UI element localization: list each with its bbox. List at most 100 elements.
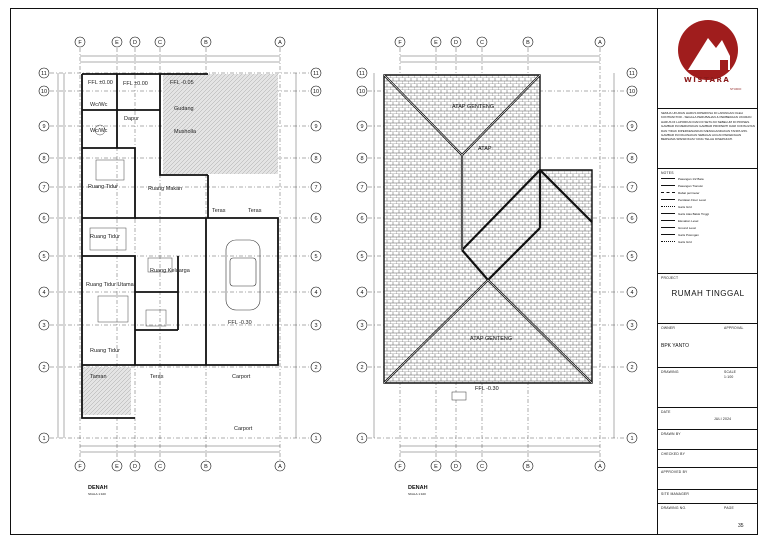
approved-by-cell: APPROVED BY <box>658 467 758 489</box>
grid-bubble-label: 10 <box>359 89 365 95</box>
svg-text:Teras: Teras <box>150 374 164 380</box>
grid-bubble-label: 9 <box>314 124 317 130</box>
grid-bubble <box>200 36 212 48</box>
notes-text: SEMUA UKURAN HARUS DIPERIKSA DI LAPANGAN… <box>661 111 755 142</box>
legend-item-label: Garis Atas Balok Tinggi <box>678 211 710 216</box>
grid-bubble-label: 8 <box>630 156 633 162</box>
roof-plan-right: ATAP GENTENG ATAP ATAP GENTENG FFL -0.30 <box>368 48 625 460</box>
grid-bubble <box>129 460 141 472</box>
legend-item: Rabat perimeter <box>661 189 755 196</box>
grid-bubble-label: C <box>158 464 162 470</box>
svg-text:Carport: Carport <box>234 426 253 432</box>
grid-bubble-label: C <box>158 40 162 46</box>
svg-text:Ruang Keluarga: Ruang Keluarga <box>150 268 191 274</box>
grid-bubble-label: 5 <box>630 254 633 260</box>
legend-symbol-icon <box>661 213 675 215</box>
grid-bubble <box>626 286 638 298</box>
date-label: DATE <box>661 410 671 414</box>
grid-bubble-label: 2 <box>360 365 363 371</box>
grid-bubble <box>594 36 606 48</box>
legend-item-label: Rabat perimeter <box>678 190 700 195</box>
legend-item-label: Ground Level <box>678 225 697 230</box>
plan-right-title: DENAH <box>408 485 428 491</box>
grid-bubble <box>430 36 442 48</box>
plan-right-scale: SKALA 1:100 <box>408 492 426 496</box>
legend-item: Ground Level <box>661 224 755 231</box>
grid-bubble-label: E <box>115 464 119 470</box>
grid-bubble-label: 7 <box>314 185 317 191</box>
grid-bubble <box>594 460 606 472</box>
grid-bubble-label: 3 <box>42 323 45 329</box>
grid-bubble-label: B <box>526 40 530 46</box>
site-manager-cell: SITE MANAGER <box>658 489 758 503</box>
grid-bubble-label: F <box>398 464 402 470</box>
grid-bubble <box>310 250 322 262</box>
svg-text:Ruang Tidur Utama: Ruang Tidur Utama <box>86 282 135 288</box>
grid-bubble <box>626 212 638 224</box>
grid-bubble-label: 6 <box>630 216 633 222</box>
svg-text:ATAP GENTENG: ATAP GENTENG <box>470 336 512 342</box>
grid-bubble-label: 7 <box>42 185 45 191</box>
grid-bubble-label: 6 <box>314 216 317 222</box>
grid-bubble-label: 7 <box>630 185 633 191</box>
drawing-label: DRAWING <box>661 370 679 374</box>
legend-item-label: Pasangan Transisi <box>678 183 703 188</box>
legend-item: Pasangan Transisi <box>661 182 755 189</box>
grid-bubble-label: D <box>454 464 458 470</box>
grid-bubble <box>310 432 322 444</box>
grid-bubble <box>38 67 50 79</box>
grid-bubble <box>38 212 50 224</box>
svg-text:Teras: Teras <box>248 208 262 214</box>
grid-bubble <box>310 152 322 164</box>
legend-symbol-icon <box>661 199 675 201</box>
grid-bubble <box>310 286 322 298</box>
grid-bubble-label: 5 <box>42 254 45 260</box>
svg-text:FFL ±0.00: FFL ±0.00 <box>88 80 113 86</box>
svg-text:Dapur: Dapur <box>124 116 139 122</box>
legend-item-label: Garis Grid <box>678 239 692 244</box>
grid-bubble-label: C <box>480 40 484 46</box>
svg-text:FFL -0.05: FFL -0.05 <box>170 80 194 86</box>
grid-bubble-label: 11 <box>359 71 365 77</box>
grid-bubble <box>356 212 368 224</box>
date-value: JULI 2024 <box>714 417 732 421</box>
grid-bubble <box>310 212 322 224</box>
grid-bubble-label: 6 <box>42 216 45 222</box>
grid-bubble <box>522 36 534 48</box>
sheet-number-cell: DRAWING NO. PAGE 35 <box>658 503 758 535</box>
grid-bubble <box>38 286 50 298</box>
legend-symbol-icon <box>661 220 675 222</box>
brand-tag: STUDIO <box>730 87 742 91</box>
grid-bubble <box>74 36 86 48</box>
wistara-logo <box>678 20 738 80</box>
drawing-sheet <box>10 8 758 535</box>
grid-bubble-label: 4 <box>360 290 363 296</box>
date-cell: DATE JULI 2024 <box>658 407 758 429</box>
grid-bubble <box>476 460 488 472</box>
grid-bubble-label: 10 <box>313 89 319 95</box>
grid-bubble-label: A <box>278 464 282 470</box>
grid-bubble <box>38 152 50 164</box>
page-label: PAGE <box>724 506 734 510</box>
grid-bubble <box>450 460 462 472</box>
checked-by-label: CHECKED BY <box>661 452 686 456</box>
grid-bubble-label: 4 <box>314 290 317 296</box>
legend-item-label: Penilaian Floor Level <box>678 197 707 202</box>
grid-bubble-label: 4 <box>42 290 45 296</box>
floor-plan-left: FFL ±0.00 FFL ±0.00 FFL -0.05 Wc/Wc Dapu… <box>50 48 310 460</box>
grid-bubble <box>111 460 123 472</box>
svg-text:Taman: Taman <box>90 374 107 380</box>
grid-bubble <box>38 361 50 373</box>
grid-bubble-label: 6 <box>360 216 363 222</box>
legend-item-label: Garis Potongan <box>678 232 699 237</box>
grid-bubble <box>310 181 322 193</box>
plan-left-scale: SKALA 1:100 <box>88 492 106 496</box>
grid-bubble-label: C <box>480 464 484 470</box>
brand-name: WISTARA <box>684 76 731 84</box>
grid-bubble <box>310 85 322 97</box>
project-cell: PROJECT RUMAH TINGGAL <box>658 273 758 323</box>
grid-bubble <box>274 36 286 48</box>
legend-item: Garis Atas Balok Tinggi <box>661 210 755 217</box>
grid-bubble <box>626 67 638 79</box>
